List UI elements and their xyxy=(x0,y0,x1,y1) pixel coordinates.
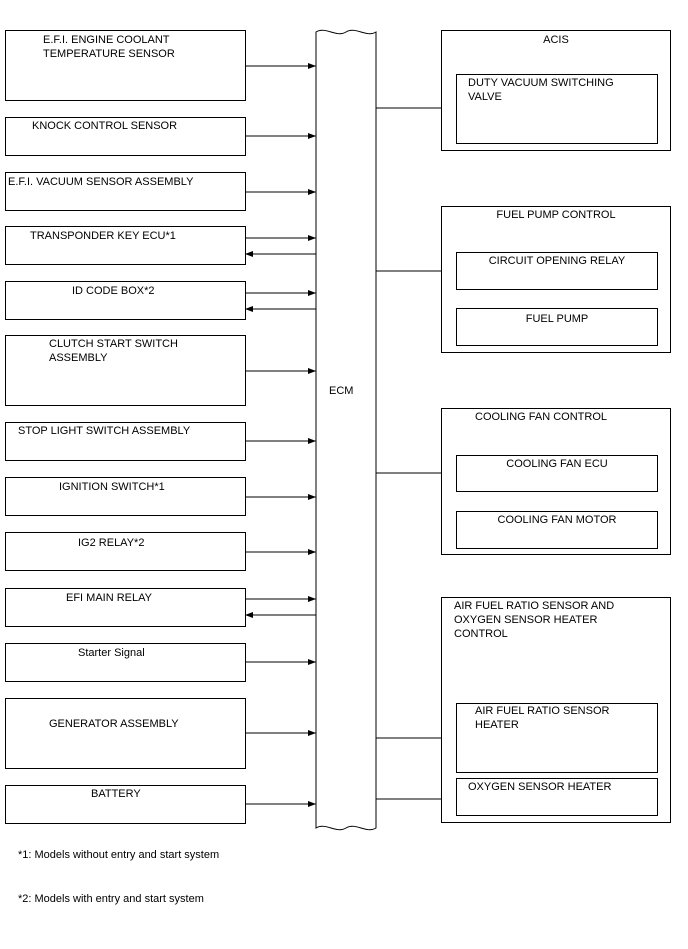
output-label: DUTY VACUUM SWITCHING VALVE xyxy=(468,77,614,103)
input-battery: BATTERY xyxy=(5,785,246,824)
input-transponder-key-ecu: TRANSPONDER KEY ECU*1 xyxy=(5,226,246,265)
input-label: TRANSPONDER KEY ECU*1 xyxy=(30,230,176,242)
input-coolant-temp-sensor: E.F.I. ENGINE COOLANT TEMPERATURE SENSOR xyxy=(5,30,246,101)
output-fuel-pump: FUEL PUMP xyxy=(456,308,658,346)
footnote-2: *2: Models with entry and start system xyxy=(18,893,204,905)
input-label: EFI MAIN RELAY xyxy=(66,592,152,604)
input-id-code-box: ID CODE BOX*2 xyxy=(5,281,246,320)
input-label: IG2 RELAY*2 xyxy=(78,537,145,549)
output-label: FUEL PUMP xyxy=(525,313,589,325)
input-starter-signal: Starter Signal xyxy=(5,643,246,682)
footnote-1: *1: Models without entry and start syste… xyxy=(18,849,220,861)
output-label: COOLING FAN MOTOR xyxy=(497,514,617,526)
ecm-bar xyxy=(315,29,377,831)
output-label: OXYGEN SENSOR HEATER xyxy=(468,781,612,793)
input-label: STOP LIGHT SWITCH ASSEMBLY xyxy=(18,425,191,437)
output-label: AIR FUEL RATIO SENSOR HEATER xyxy=(475,705,610,731)
output-oxygen-sensor-heater: OXYGEN SENSOR HEATER xyxy=(456,778,658,816)
group-title: FUEL PUMP CONTROL xyxy=(496,209,616,221)
group-title: AIR FUEL RATIO SENSOR AND OXYGEN SENSOR … xyxy=(454,600,615,640)
input-label: GENERATOR ASSEMBLY xyxy=(49,718,179,730)
ecm-label: ECM xyxy=(329,385,354,397)
input-label: E.F.I. VACUUM SENSOR ASSEMBLY xyxy=(8,176,194,188)
input-ignition-switch: IGNITION SWITCH*1 xyxy=(5,477,246,516)
input-label: IGNITION SWITCH*1 xyxy=(59,481,165,493)
output-cooling-fan-motor: COOLING FAN MOTOR xyxy=(456,511,658,549)
group-title: COOLING FAN CONTROL xyxy=(475,411,608,423)
input-generator-assembly: GENERATOR ASSEMBLY xyxy=(5,698,246,769)
output-afr-sensor-heater: AIR FUEL RATIO SENSOR HEATER xyxy=(456,703,658,773)
input-label: Starter Signal xyxy=(78,647,145,659)
output-circuit-opening-relay: CIRCUIT OPENING RELAY xyxy=(456,252,658,290)
input-vacuum-sensor: E.F.I. VACUUM SENSOR ASSEMBLY xyxy=(5,172,246,211)
input-label: CLUTCH START SWITCH ASSEMBLY xyxy=(49,338,178,364)
input-ig2-relay: IG2 RELAY*2 xyxy=(5,532,246,571)
input-clutch-start-switch: CLUTCH START SWITCH ASSEMBLY xyxy=(5,335,246,406)
input-stop-light-switch: STOP LIGHT SWITCH ASSEMBLY xyxy=(5,422,246,461)
output-label: CIRCUIT OPENING RELAY xyxy=(488,255,626,267)
input-label: BATTERY xyxy=(91,788,141,800)
input-label: E.F.I. ENGINE COOLANT TEMPERATURE SENSOR xyxy=(43,34,175,60)
output-cooling-fan-ecu: COOLING FAN ECU xyxy=(456,455,658,492)
input-knock-control-sensor: KNOCK CONTROL SENSOR xyxy=(5,117,246,156)
group-title: ACIS xyxy=(543,34,569,46)
input-label: ID CODE BOX*2 xyxy=(72,285,155,297)
output-label: COOLING FAN ECU xyxy=(506,458,608,470)
input-efi-main-relay: EFI MAIN RELAY xyxy=(5,588,246,627)
input-label: KNOCK CONTROL SENSOR xyxy=(32,120,178,132)
output-duty-vacuum-switching-valve: DUTY VACUUM SWITCHING VALVE xyxy=(456,74,658,144)
